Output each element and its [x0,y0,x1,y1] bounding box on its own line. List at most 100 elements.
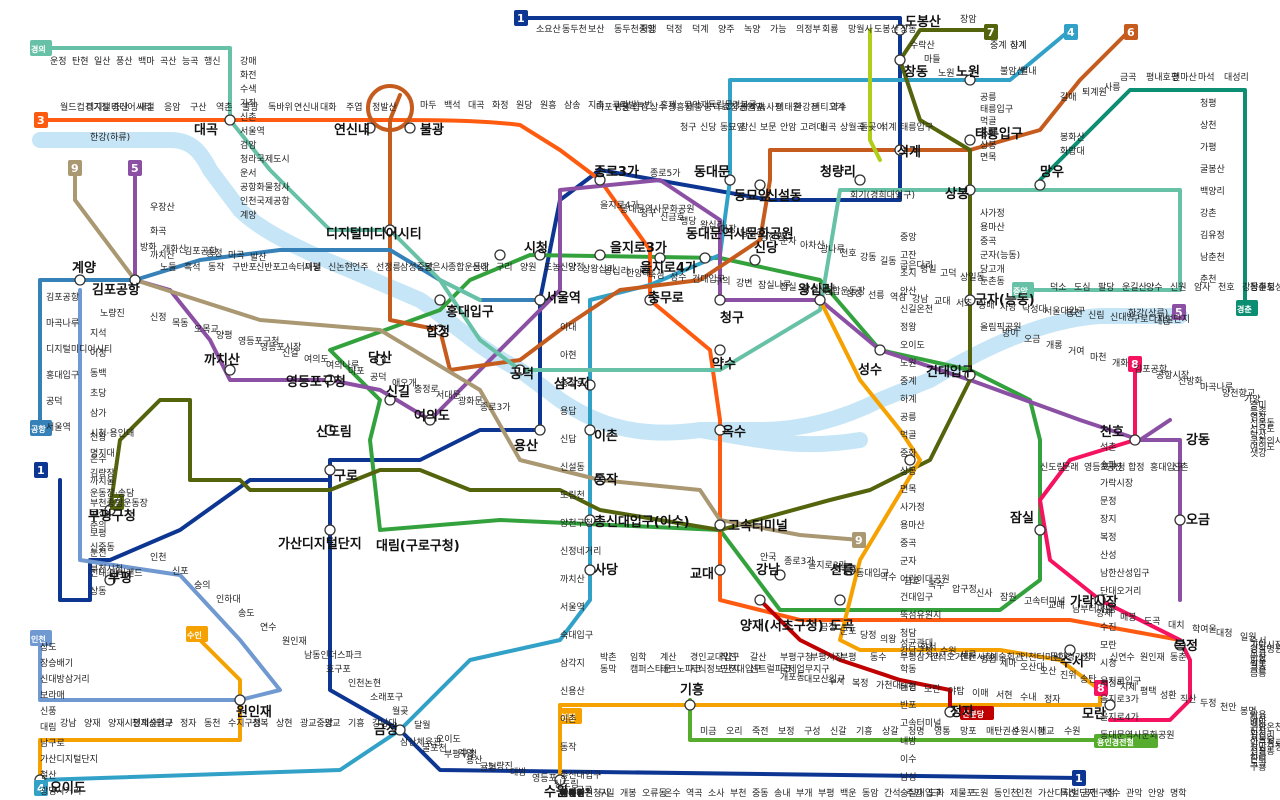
station-kkachisan[interactable] [224,364,236,376]
station-hongik[interactable] [434,294,446,306]
station-yeonsinnae[interactable] [364,122,376,134]
station-dogok[interactable] [834,594,846,606]
station-label: 검암 [240,139,257,151]
station-jongno3ga[interactable] [594,174,606,186]
station-cityhall[interactable] [534,249,546,261]
station-label: 세마 [1000,658,1017,669]
station-chungjeongno[interactable] [494,249,506,261]
station-label: 양천구청 [560,518,593,529]
station-label: 암사 [1194,281,1211,293]
station-gangnam-gucheong[interactable] [904,454,916,466]
station-oksu[interactable] [714,424,726,436]
station-label: 양정 [568,262,585,273]
station-gongdeok[interactable] [514,364,526,376]
station-label: 사가정 [980,208,1005,219]
station-cheonho[interactable] [1129,434,1141,446]
station-wangsimni[interactable] [814,294,826,306]
station-gasan[interactable] [324,524,336,536]
station-label: 죽전 [752,726,769,737]
station-dongjak[interactable] [594,474,606,486]
station-seongsu[interactable] [874,344,886,356]
station-konkuk[interactable] [964,369,976,381]
station-samgakji[interactable] [584,379,596,391]
station-singil[interactable] [384,394,396,406]
station-changdong[interactable] [894,54,906,66]
station-gangnam[interactable] [774,569,786,581]
station-yeongdeungpo-gucheong[interactable] [324,374,336,386]
station-dobongsan[interactable] [894,24,906,36]
station-label: 총신대입구 [560,769,601,781]
station-label: 전대·에버랜드 [90,568,143,579]
station-label: 중화 [980,128,997,139]
station-label: 신반포 [256,262,281,273]
station-sindang[interactable] [749,254,761,266]
station-sindorim[interactable] [324,424,336,436]
station-gunja[interactable] [964,294,976,306]
station-ichon[interactable] [584,424,596,436]
station-suseo[interactable] [1064,644,1076,656]
station-yangjae[interactable] [754,594,766,606]
station-yongsan[interactable] [534,424,546,436]
station-label: 백양리 [1200,186,1225,197]
station-geumjeong[interactable] [394,724,406,736]
badge-line9-right-label: 9 [855,534,863,547]
station-dangsan[interactable] [374,354,386,366]
station-giheung[interactable] [684,699,696,711]
station-label: 둔전 [90,548,107,559]
station-dongdaemun[interactable] [724,174,736,186]
station-label: 백석 [444,100,461,111]
station-chongshin[interactable] [584,514,596,526]
station-express-bus[interactable] [714,519,726,531]
station-euljiro4ga[interactable] [654,252,666,264]
station-label: 용산 [466,755,483,766]
station-label: 군자 [900,556,917,567]
station-seoul[interactable] [534,294,546,306]
station-seokgye[interactable] [894,144,906,156]
station-dmc[interactable] [384,224,396,236]
station-moran[interactable] [1104,699,1116,711]
station-label: 개화 [1112,358,1129,369]
station-bokjeong[interactable] [1174,639,1186,651]
station-sadang[interactable] [584,564,596,576]
station-sangbong[interactable] [964,184,976,196]
station-jeongja[interactable] [944,706,956,718]
station-daegok[interactable] [224,114,236,126]
station-ogeum[interactable] [1174,514,1186,526]
station-label: 명지대 [90,448,115,459]
station-cheongnyangni[interactable] [854,174,866,186]
station-label: 무악재 [684,99,709,111]
station-label: 약수 [830,101,847,113]
station-label: 귤현 [480,762,497,773]
station-garak[interactable] [1094,594,1106,606]
station-yaksu[interactable] [714,344,726,356]
station-mangu[interactable] [1034,179,1046,191]
station-yeouido[interactable] [424,414,436,426]
station-bupyeong[interactable] [104,574,116,586]
station-taereung[interactable] [964,134,976,146]
station-euljiro3ga[interactable] [594,249,606,261]
station-hapjeong[interactable] [434,324,446,336]
station-ddp[interactable] [699,252,711,264]
station-nowon[interactable] [964,74,976,86]
station-woninjae[interactable] [234,694,246,706]
station-label: 문학경기장 [1050,651,1091,663]
station-cheonggu[interactable] [714,294,726,306]
station-label: 동암 [862,787,879,799]
station-label: 동막 [600,664,617,675]
station-jamsil[interactable] [1034,524,1046,536]
station-gyeyang[interactable] [74,274,86,286]
station-label: 여의나루 [326,359,359,371]
station-label: 인천터미널 [1020,652,1061,663]
station-label: 도화 [928,788,945,799]
station-guro[interactable] [324,464,336,476]
station-chungmuro[interactable] [644,294,656,306]
station-label: 수내 [1020,692,1037,703]
station-bulgwang[interactable] [404,122,416,134]
station-sinseoldong[interactable] [754,179,766,191]
station-gyodae[interactable] [714,564,726,576]
station-seolleung[interactable] [844,564,856,576]
station-label: 왕십리 [700,220,725,231]
station-gimpo-airport[interactable] [129,274,141,286]
station-label: 평택 [1140,686,1157,697]
station-suwon[interactable] [554,774,566,786]
